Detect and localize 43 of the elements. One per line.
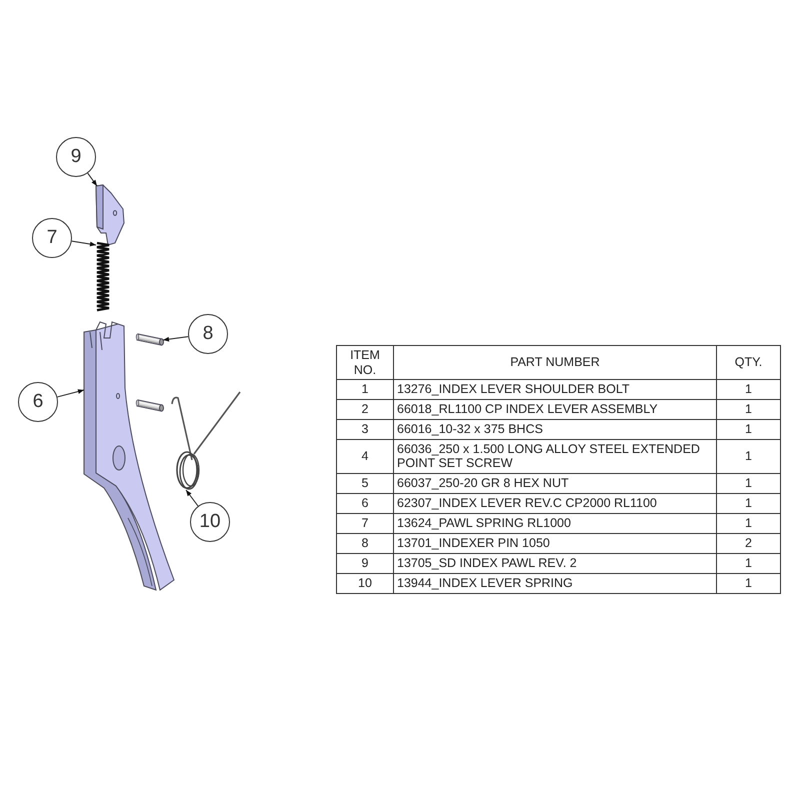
table-cell: 1 <box>716 513 780 534</box>
table-cell: 66018_RL1100 CP INDEX LEVER ASSEMBLY <box>394 400 716 420</box>
table-cell: 1 <box>336 380 394 400</box>
table-cell: 13624_PAWL SPRING RL1000 <box>394 513 716 534</box>
table-cell: 1 <box>716 473 780 494</box>
table-cell: 1 <box>716 553 780 574</box>
callout-number: 7 <box>32 218 72 258</box>
column-header: PART NUMBER <box>394 346 716 380</box>
callout-number: 9 <box>56 137 96 177</box>
leader-line <box>56 389 84 398</box>
table-cell: 1 <box>716 493 780 514</box>
table-cell: 13701_INDEXER PIN 1050 <box>394 533 716 554</box>
callout-number: 6 <box>18 382 58 422</box>
table-cell: 62307_INDEX LEVER REV.C CP2000 RL1100 <box>394 493 716 514</box>
table-cell: 3 <box>336 420 394 440</box>
table-cell: 2 <box>336 400 394 420</box>
table-cell: 13705_SD INDEX PAWL REV. 2 <box>394 553 716 574</box>
leader-line <box>71 240 96 246</box>
table-cell: 8 <box>336 533 394 554</box>
table-cell: 1 <box>716 573 780 594</box>
leader-line <box>186 490 198 506</box>
table-cell: 66037_250-20 GR 8 HEX NUT <box>394 473 716 494</box>
table-cell: 9 <box>336 553 394 574</box>
table-cell: 5 <box>336 473 394 494</box>
column-header: ITEM NO. <box>336 346 394 380</box>
table-cell: 1 <box>716 440 780 474</box>
table-cell: 10 <box>336 573 394 594</box>
table-cell: 1 <box>716 400 780 420</box>
table-cell: 7 <box>336 513 394 534</box>
callout-number: 8 <box>188 314 228 354</box>
table-cell: 13276_INDEX LEVER SHOULDER BOLT <box>394 380 716 400</box>
callout-number: 10 <box>190 502 230 542</box>
leader-line <box>162 336 189 342</box>
table-cell: 13944_INDEX LEVER SPRING <box>394 573 716 594</box>
table-cell: 1 <box>716 380 780 400</box>
table-cell: 6 <box>336 493 394 514</box>
table-cell: 66016_10-32 x 375 BHCS <box>394 420 716 440</box>
leader-line <box>87 172 98 186</box>
table-cell: 4 <box>336 440 394 474</box>
table-cell: 66036_250 x 1.500 LONG ALLOY STEEL EXTENDED POINT SET SCREW <box>394 440 716 474</box>
column-header: QTY. <box>716 346 780 380</box>
table-cell: 1 <box>716 420 780 440</box>
table-cell: 2 <box>716 533 780 554</box>
